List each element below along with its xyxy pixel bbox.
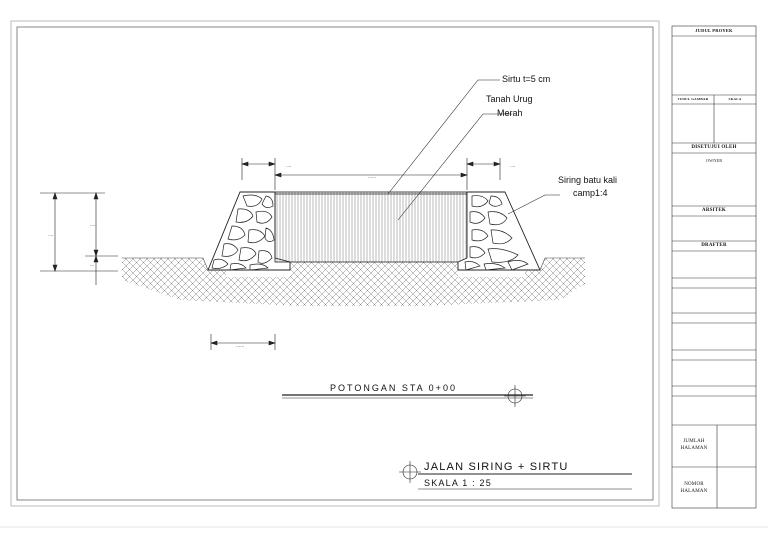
label-siring-2: camp1:4 [573, 188, 608, 198]
dimension-top [241, 158, 501, 190]
tanah-urug-fill [274, 191, 468, 263]
label-tanah-urug-2: Merah [497, 108, 523, 118]
tb-nomor-halaman: NOMOR HALAMAN [680, 482, 708, 494]
section-title: POTONGAN STA 0+00 [330, 383, 457, 393]
tb-arsitek: ARSITEK [702, 208, 726, 213]
tb-owner: OWNER [705, 158, 723, 163]
outer-border [10, 20, 660, 507]
tb-judul-proyek: JUDUL PROYEK [695, 28, 733, 33]
dim-top-left-label: .... [286, 163, 292, 169]
label-tanah-urug-1: Tanah Urug [486, 94, 533, 104]
dimension-bottom [210, 334, 276, 350]
section-target-symbol [504, 385, 526, 407]
title-block-grid [671, 25, 757, 509]
leader-lines [387, 79, 560, 221]
stone-wall-right [457, 191, 541, 271]
dim-left-low-label: ... [90, 262, 94, 268]
tb-disetujui-oleh: DISETUJUI OLEH [691, 145, 737, 150]
dim-bottom-label: ...... [236, 343, 244, 349]
tb-judul-gambar: JUDUL GAMBAR [677, 97, 709, 101]
scale-label: SKALA 1 : 25 [424, 478, 492, 488]
main-title: JALAN SIRING + SIRTU [424, 461, 569, 473]
label-siring-1: Siring batu kali [558, 175, 617, 185]
inner-border [16, 26, 654, 501]
label-sirtu: Sirtu t=5 cm [502, 74, 550, 84]
dimension-left [40, 192, 118, 285]
tb-jumlah-halaman: JUMLAH HALAMAN [680, 439, 708, 451]
title-target-symbol [399, 461, 421, 483]
dim-top-right-label: .... [510, 163, 516, 169]
tb-drafter: DRAFTER [701, 243, 727, 248]
dim-left-inner-label: ..... [90, 222, 97, 228]
dim-top-mid-label: ...... [368, 174, 376, 180]
dim-left-outer-label: .... [48, 232, 54, 238]
tb-skala: SKALA [728, 97, 742, 101]
